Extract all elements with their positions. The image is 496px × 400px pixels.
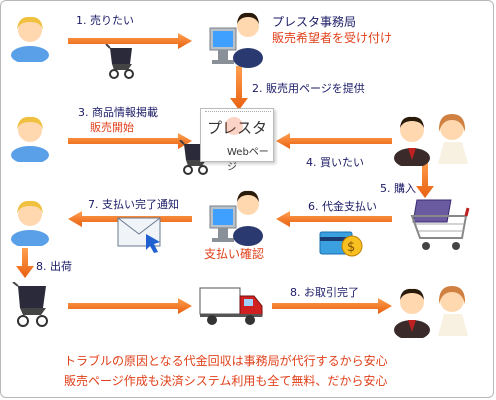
buyer-couple-icon [394, 114, 468, 166]
step3-label: 3. 商品情報掲載 [78, 106, 158, 119]
arrow-step8-done [272, 298, 392, 314]
office-name-label: プレスタ事務局 [272, 15, 357, 29]
note-line-1: トラブルの原因となる代金回収は事務局が代行するから安心 [64, 354, 388, 368]
svg-text:$: $ [347, 240, 355, 255]
arrow-step4 [276, 133, 392, 149]
arrow-step8-down [16, 248, 34, 278]
step1-label: 1. 売りたい [76, 14, 134, 27]
seller-person-icon [11, 200, 49, 246]
arrow-step3 [68, 133, 192, 149]
office-sub-label: 販売希望者を受け付け [272, 31, 393, 45]
arrow-step1 [68, 33, 192, 49]
delivery-truck-icon [199, 287, 263, 325]
envelope-icon [117, 217, 161, 253]
step3-sub-label: 販売開始 [90, 121, 134, 134]
arrow-step6 [276, 211, 392, 227]
web-brand-badge [225, 117, 243, 135]
step2-label: 2. 販売用ページを提供 [252, 82, 365, 95]
shopping-cart-icon [410, 199, 470, 250]
step8-ship-label: 8. 出荷 [36, 260, 72, 273]
seller-person-icon [11, 16, 49, 62]
credit-card-money-icon: $ [319, 231, 363, 257]
step4-label: 4. 買いたい [306, 156, 364, 169]
stroller-icon [105, 44, 134, 79]
web-brand-logo: プレスタ [207, 119, 268, 137]
web-page-label: Webページ [227, 147, 269, 173]
arrow-step8-ship [68, 298, 192, 314]
office-operator-icon [209, 12, 263, 68]
step6-label: 6. 代金支払い [308, 200, 377, 213]
step5-label: 5. 購入 [380, 182, 416, 195]
web-page-card: プレスタ Webページ [200, 108, 274, 173]
arrow-step5 [416, 160, 434, 198]
stroller-icon [12, 282, 48, 327]
arrow-step2 [230, 66, 248, 110]
seller-person-icon [11, 116, 49, 162]
note-line-2: 販売ページ作成も決済システム利用も全て無料、だから安心 [64, 374, 388, 388]
step8-done-label: 8. お取引完了 [290, 286, 359, 299]
web-page-tagline [205, 111, 271, 115]
buyer-couple-icon [394, 286, 468, 338]
office-operator-icon [209, 190, 263, 246]
payment-confirm-label: 支払い確認 [204, 247, 265, 261]
step7-label: 7. 支払い完了通知 [88, 198, 179, 211]
